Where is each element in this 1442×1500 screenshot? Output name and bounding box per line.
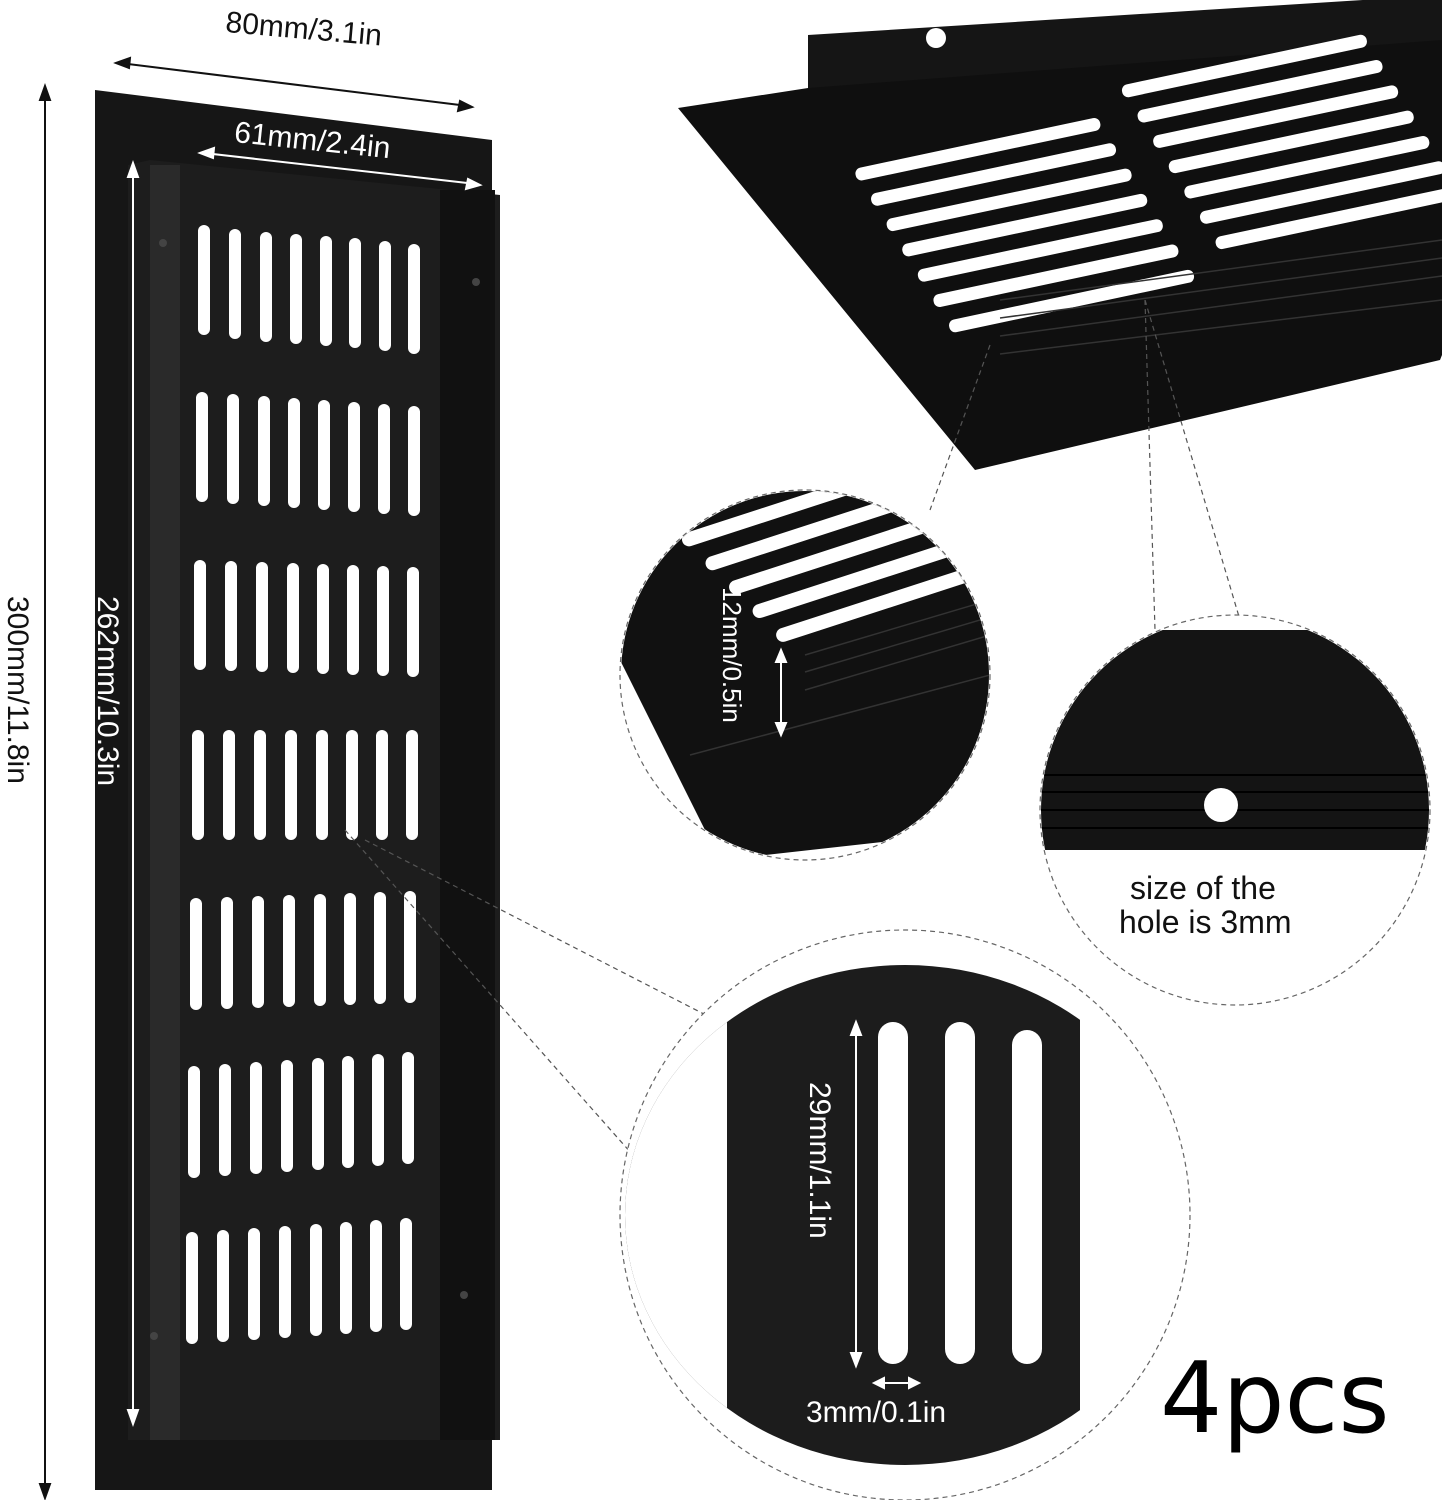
overall-length-label: 300mm/11.8in: [1, 596, 34, 784]
vent-length-label: 262mm/10.3in: [91, 596, 124, 787]
quantity-label: 4pcs: [1160, 1342, 1390, 1456]
hole-note-line2: hole is 3mm: [1119, 904, 1292, 940]
callout-flange-height: [619, 489, 991, 861]
flange-height-label: 12mm/0.5in: [717, 587, 747, 723]
mounting-hole: [1204, 788, 1238, 822]
vent-slots: [186, 225, 420, 1344]
overall-dimension-arrows: [38, 56, 475, 1500]
slot-width-label: 3mm/0.1in: [806, 1396, 947, 1429]
callout-hole-size: [1039, 614, 1431, 1006]
slot-length-label: 29mm/1.1in: [803, 1082, 836, 1239]
inner-dimension-arrows: [126, 146, 483, 1427]
hole-note-line1: size of the: [1130, 870, 1276, 906]
